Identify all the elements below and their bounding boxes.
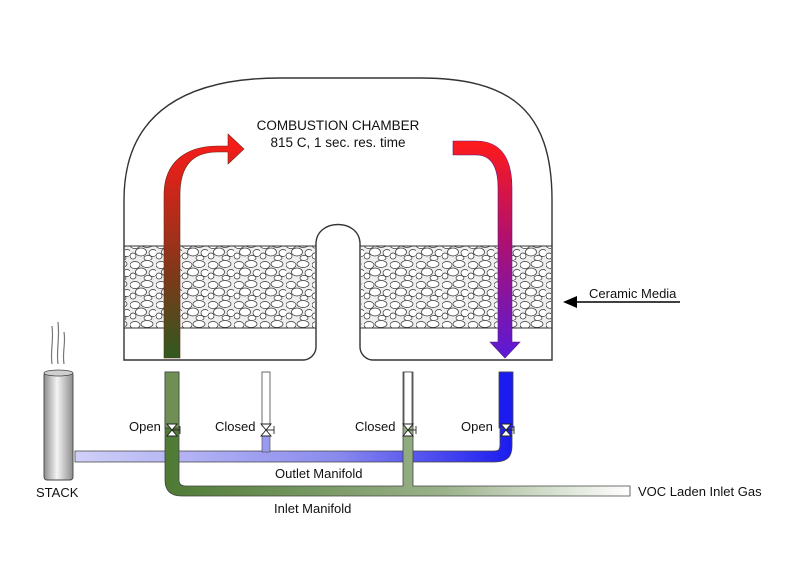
valve-2-icon[interactable] xyxy=(260,423,275,437)
closed-branch-left-stub xyxy=(261,433,271,453)
outlet-downpipe-right xyxy=(498,371,514,429)
stack-exhaust-icon xyxy=(50,321,66,365)
inlet-manifold-label: Inlet Manifold xyxy=(274,501,351,516)
flow-arrow-down xyxy=(452,140,521,359)
valve-4-icon[interactable] xyxy=(500,423,515,437)
valve-2-state: Closed xyxy=(215,419,255,434)
valve-3-icon[interactable] xyxy=(402,423,417,437)
outlet-manifold-label: Outlet Manifold xyxy=(275,466,362,481)
valve-1-state: Open xyxy=(129,419,161,434)
valve-3-state: Closed xyxy=(355,419,395,434)
inlet-gas-label: VOC Laden Inlet Gas xyxy=(638,484,762,499)
closed-branch-right-pipe xyxy=(403,371,413,427)
inlet-downpipe-left xyxy=(164,371,180,429)
stack-top xyxy=(43,369,74,377)
chamber-subtitle: 815 C, 1 sec. res. time xyxy=(270,135,405,150)
stack-body xyxy=(43,371,74,481)
valve-1-icon[interactable] xyxy=(166,423,181,437)
outlet-manifold-pipe xyxy=(74,371,513,463)
chamber-title: COMBUSTION CHAMBER xyxy=(257,118,420,133)
valve-4-state: Open xyxy=(461,419,493,434)
ceramic-media-bed-left xyxy=(125,246,315,328)
flow-arrow-up xyxy=(163,133,245,359)
inlet-manifold-pipe xyxy=(164,371,631,497)
stack-label: STACK xyxy=(36,485,79,500)
ceramic-media-label: Ceramic Media xyxy=(589,286,677,301)
ceramic-media-bed-right xyxy=(361,246,551,328)
closed-branch-left-pipe xyxy=(261,371,271,427)
ceramic-media-pointer-icon xyxy=(563,296,577,308)
